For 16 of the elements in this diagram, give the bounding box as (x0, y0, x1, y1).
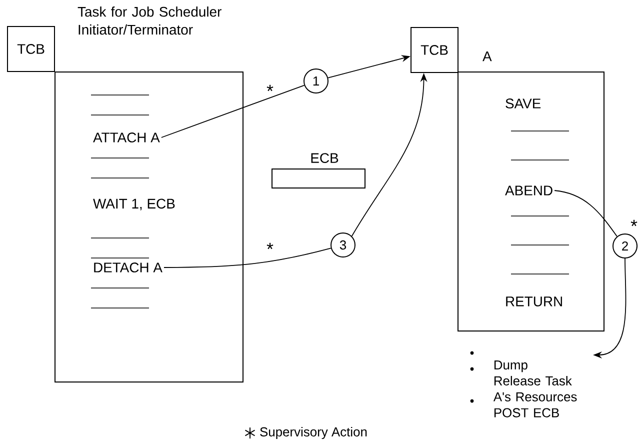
asterisk: * (266, 242, 274, 250)
statement: SAVE (506, 98, 541, 108)
statement: WAIT 1, ECB (93, 198, 175, 210)
asterisk: * (630, 220, 638, 226)
asterisk: * (266, 84, 274, 92)
tcb-box: TCB (410, 27, 458, 73)
result-list: Dump Release Task A's Resources POST ECB (493, 360, 577, 418)
legend-text: Supervisory Action (260, 426, 367, 440)
box-heading: Task for Job Scheduler Initiator/Terminator (78, 6, 222, 35)
statement: RETURN (506, 296, 562, 306)
statement: ABEND (505, 186, 552, 196)
box-heading: ECB (311, 153, 338, 163)
box-heading: A (482, 52, 492, 62)
statement: DETACH A (94, 262, 162, 272)
tcb-box: TCB (7, 26, 55, 72)
statement: ATTACH A (93, 132, 160, 142)
